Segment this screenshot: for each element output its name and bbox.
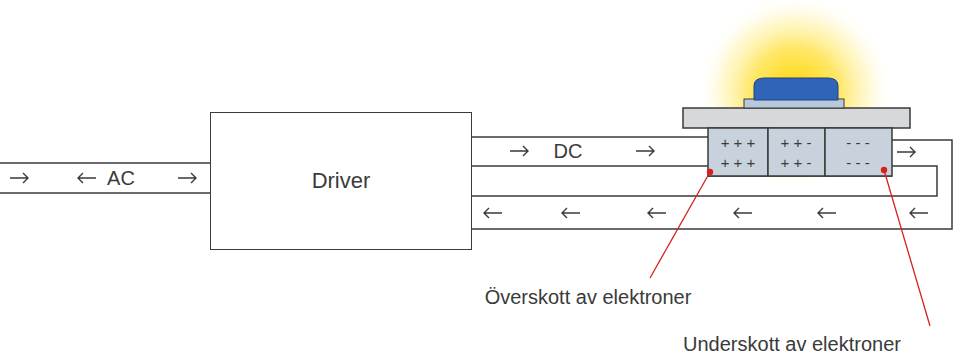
flow-arrow	[78, 173, 96, 183]
charge-signs: - - -	[846, 155, 869, 170]
led-plate	[683, 108, 910, 128]
charge-signs: - - -	[846, 135, 869, 150]
leader-lines	[650, 167, 930, 326]
flow-arrow	[734, 208, 752, 218]
p-layer	[708, 128, 768, 176]
flow-arrow	[562, 208, 580, 218]
signal-label: AC	[105, 168, 137, 188]
box-label: Driver	[312, 168, 371, 194]
junction-layer	[768, 128, 825, 176]
callout-text: Överskott av elektroner	[485, 287, 692, 307]
flow-arrow	[897, 147, 915, 157]
flow-arrow	[510, 146, 528, 156]
charge-signs: + + -	[781, 135, 812, 150]
flow-arrow	[484, 208, 502, 218]
flow-arrow	[818, 208, 836, 218]
flow-arrow	[910, 208, 928, 218]
charge-signs: + + +	[721, 155, 756, 170]
flow-arrow	[636, 146, 654, 156]
callout-text: Underskott av elektroner	[683, 334, 901, 354]
flow-arrow	[648, 208, 666, 218]
flow-arrow	[178, 173, 196, 183]
charge-signs: + + +	[721, 135, 756, 150]
light-glow	[697, 0, 893, 190]
charge-signs: + + -	[781, 155, 812, 170]
led-lens	[754, 78, 838, 100]
flow-arrow	[10, 173, 28, 183]
signal-label: DC	[552, 141, 585, 161]
driver-box: Driver	[210, 112, 472, 250]
n-layer	[825, 128, 892, 176]
